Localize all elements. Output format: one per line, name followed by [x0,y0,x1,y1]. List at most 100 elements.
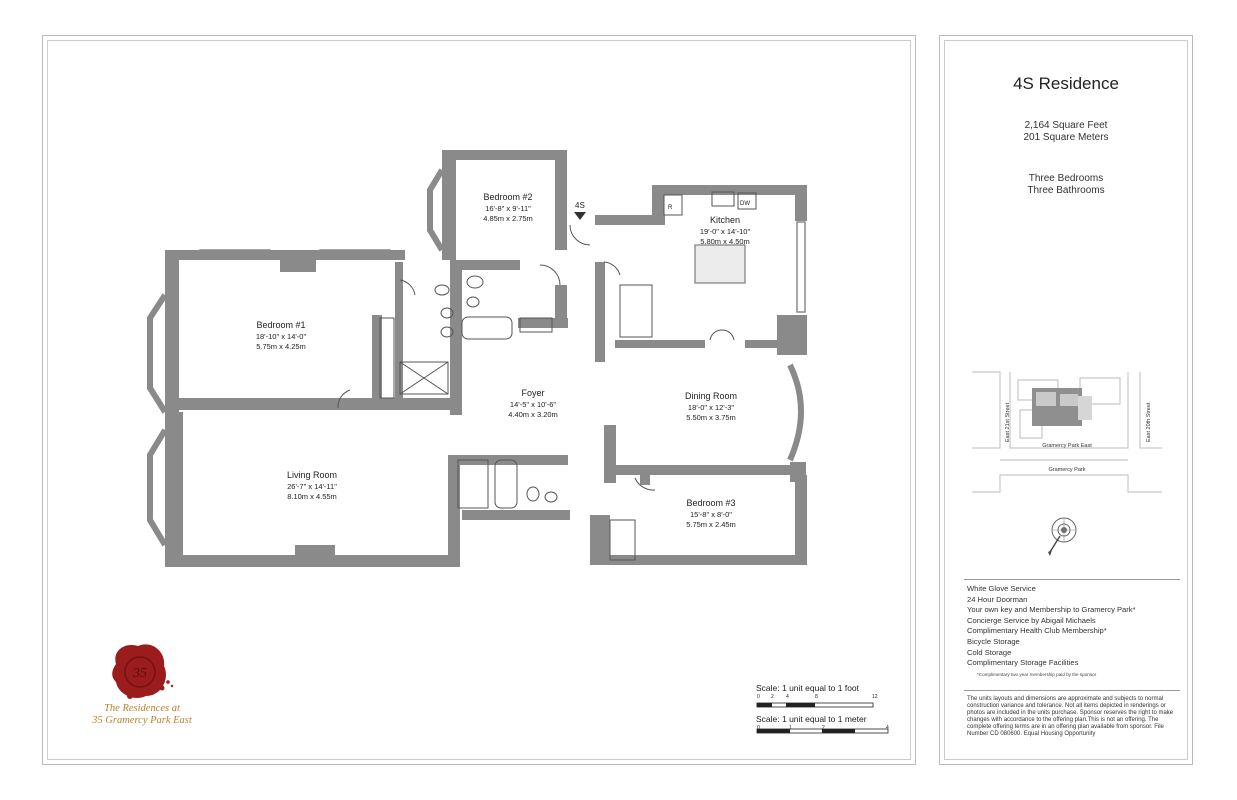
wall [165,555,460,567]
area-sqm: 201 Square Meters [1023,132,1109,143]
refrigerator [663,194,683,216]
wall [165,412,183,562]
bay-window [787,363,804,462]
sink [544,491,558,503]
wall [615,340,705,348]
wall [616,465,806,475]
room-dim-m: 5.75m x 4.25m [256,342,306,351]
wall [595,262,605,362]
room-name: Bedroom #2 [483,192,532,202]
map-street [1009,372,1129,449]
room-dim-m: 4.40m x 3.20m [508,410,558,419]
closet [379,317,395,399]
divider [964,690,1180,691]
compass-icon [1048,517,1077,556]
scale-feet-ticks: 0 2 4 8 12 [756,694,878,706]
room-dim-ft: 19'-0" x 14'-10" [700,227,751,236]
room-name: Living Room [287,470,337,480]
room-dim-ft: 26'-7" x 14'-11" [287,482,337,491]
amenity-item: Complimentary Storage Facilities [967,658,1079,668]
wall [777,315,807,355]
scale-tick: 4 [886,725,889,731]
room-dim-ft: 18'-10" x 14'-0" [256,332,307,341]
door-swing [539,264,561,286]
toilet [526,486,540,502]
wall [448,455,460,567]
map-label: Gramercy Park [1049,467,1086,473]
unit-label: 4S [575,201,585,210]
wall [604,425,616,483]
map-building-detail [1060,394,1078,406]
door-swing [634,477,656,491]
toilet [466,275,484,289]
wall [518,318,568,328]
logo-seal-number: 35 [132,666,147,681]
wall [590,515,610,565]
wall [610,555,805,565]
floor-plan-panel [42,35,916,765]
wall [442,150,456,260]
kitchen-island [694,244,746,284]
window [319,249,391,257]
amenities-list: White Glove Service 24 Hour Doorman Your… [967,584,1136,669]
wall [450,260,462,415]
amenity-item: Cold Storage [967,647,1012,657]
scale-bar-feet [756,702,874,708]
wall [442,150,567,160]
wall [795,185,807,221]
bathtub [461,316,513,340]
shower [399,361,449,395]
floor-plan-inner-border [47,40,911,760]
bay-window [147,428,168,547]
closet [609,519,636,561]
info-panel-inner-border [944,40,1188,760]
room-dim-m: 5.80m x 4.50m [700,237,750,246]
wall [372,315,382,403]
scale-meter-ticks: 0 1 2 4 [756,725,891,737]
scale-tick: 0 [757,694,760,700]
logo-line: 35 Gramercy Park East [92,715,192,726]
wall [395,262,403,402]
dishwasher [737,192,757,210]
door-swing [399,279,416,296]
scale-feet-label: Scale: 1 unit equal to 1 foot [756,683,860,693]
door-swing [603,261,621,276]
room-dim-m: 5.75m x 2.45m [686,520,736,529]
door-swing [569,224,591,246]
wall [652,185,807,195]
map-label: Gramercy Park East [1042,443,1092,449]
room-dim-ft: 15'-8" x 8'-0" [690,510,732,519]
location-map: Gramercy Park East Gramercy Park East 21… [972,368,1162,493]
wall [295,545,335,557]
window [199,249,271,257]
scale-tick: 2 [822,725,825,731]
room-name: Kitchen [710,215,740,225]
closet [457,459,489,509]
wall [745,340,790,348]
logo-line: The Residences at [104,703,180,714]
bathtub [494,459,518,509]
room-dim-m: 5.50m x 3.75m [686,413,736,422]
legal-disclaimer: The units layouts and dimensions are app… [967,696,1174,738]
area-sqft: 2,164 Square Feet [1024,120,1108,131]
amenity-item: 24 Hour Doorman [967,594,1028,604]
map-street [972,474,1162,493]
wall [165,250,179,412]
room-dim-m: 8.10m x 4.55m [287,492,337,501]
amenity-item: Your own key and Membership to Gramercy … [967,605,1136,615]
wall [595,215,665,225]
room-dim-m: 4.85m x 2.75m [483,214,533,223]
amenity-item: Bicycle Storage [967,636,1020,646]
amenity-item: Complimentary Health Club Membership* [967,626,1107,636]
bay-window [427,168,445,252]
logo-text: The Residences at 35 Gramercy Park East [74,703,210,727]
window [679,556,711,564]
room-dim-ft: 18'-0" x 12'-3" [688,403,734,412]
residence-title: 4S Residence [1013,74,1119,93]
room-name: Foyer [521,388,544,398]
map-street [1139,372,1162,449]
scale-tick: 12 [872,694,878,700]
wall [640,475,650,485]
logo-seal: 35 [112,644,174,699]
